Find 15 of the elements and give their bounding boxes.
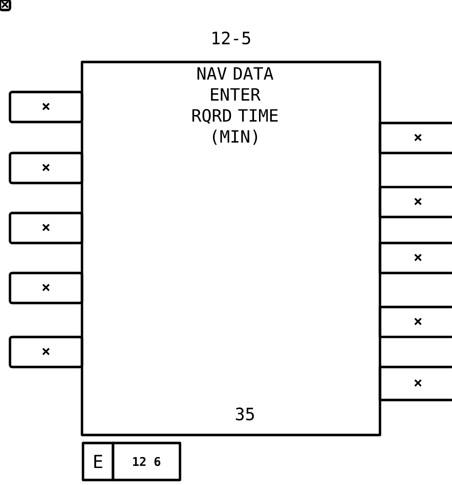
key-box: × xyxy=(378,242,452,274)
key-box: × xyxy=(378,186,452,218)
key-box: × xyxy=(378,122,452,154)
title: 12-5 xyxy=(212,32,250,44)
code-box: E xyxy=(82,442,114,482)
key-box: × xyxy=(378,306,452,338)
key-box: × xyxy=(8,90,84,124)
key-box: × xyxy=(8,336,84,368)
key-box: × xyxy=(8,212,84,244)
key-box: × xyxy=(8,152,84,184)
key-box: × xyxy=(8,272,84,304)
code-box: 12 6 xyxy=(112,442,182,482)
key-box: × xyxy=(378,366,452,402)
key-box: × xyxy=(0,0,12,12)
display-box: NAV DATA ENTER RQRD TIME (MIN) 35 xyxy=(80,60,382,436)
